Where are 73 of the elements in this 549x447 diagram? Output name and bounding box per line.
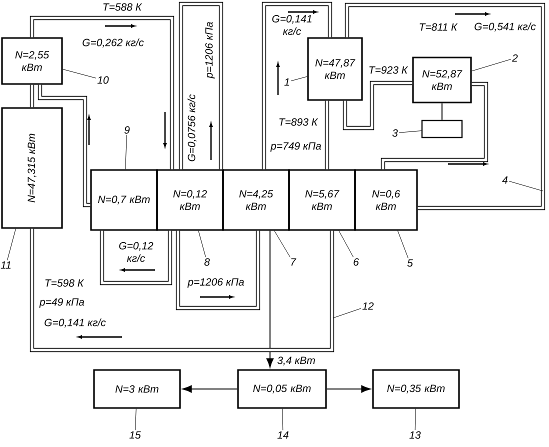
flow-label: G=0,541 кг/с: [474, 22, 536, 32]
component-box: N=4,25 кВт: [222, 169, 290, 231]
callout-number: 14: [277, 431, 288, 439]
flow-label: T=811 К: [420, 23, 458, 31]
component-box: [421, 120, 463, 138]
pipe: [100, 230, 172, 286]
component-box: N=47,87 кВт: [307, 37, 363, 101]
pipe: [342, 80, 412, 130]
callout-number: 1: [284, 78, 290, 86]
leader-line: [274, 230, 290, 258]
callout-number: 8: [204, 258, 210, 266]
pipe: [30, 16, 174, 170]
arrow: [326, 385, 371, 393]
flow-label: G=0,0756 кг/с: [188, 94, 196, 162]
pipe: [262, 2, 332, 170]
component-box: N=0,12 кВт: [156, 169, 224, 231]
component-box: N=47,315 кВт: [1, 107, 63, 229]
pipe: [30, 84, 34, 108]
leader-line: [134, 408, 136, 430]
callout-number: 15: [129, 431, 141, 439]
callout-number: 12: [362, 302, 374, 310]
component-box: N=0,6 кВт: [354, 169, 418, 231]
callout-number: 9: [124, 126, 130, 134]
component-box: N=2,55 кВт: [1, 37, 63, 85]
component-box: N=0,05 кВт: [237, 369, 327, 409]
flow-label: p=1206 кПа: [187, 278, 244, 288]
leader-line: [338, 230, 354, 258]
leader-line: [472, 59, 512, 72]
pipe: [344, 2, 546, 210]
callout-number: 3: [392, 129, 398, 137]
callout-number: 7: [291, 258, 296, 266]
leader-line: [332, 308, 362, 318]
flow-label: G=0,12 кг/с: [119, 242, 154, 262]
callout-number: 2: [512, 54, 518, 62]
pipe: [38, 84, 90, 208]
flow-label: p=49 кПа: [39, 298, 84, 308]
flow-label: G=0,141 кг/с: [272, 15, 312, 35]
flow-label: G=0,262 кг/с: [82, 38, 144, 48]
flow-label: p=1206 кПа: [205, 22, 215, 79]
flow-label: G=0,141 кг/с: [44, 318, 106, 328]
callout-number: 13: [409, 431, 421, 439]
leader-line: [508, 180, 544, 192]
edge-label: 3,4 кВт: [276, 356, 316, 366]
flow-label: T=893 К: [279, 118, 318, 126]
component-box: N=0,7 кВт: [90, 169, 158, 231]
leader-line: [282, 408, 284, 430]
pipe: [30, 228, 334, 352]
pipe: [176, 230, 260, 310]
leader-line: [198, 230, 206, 258]
flow-label: T=588 К: [103, 3, 142, 11]
arrow: [182, 385, 238, 393]
component-box: N=5,67 кВт: [288, 169, 356, 231]
component-box: N=3 кВт: [93, 369, 181, 409]
pipe: [324, 100, 330, 170]
arrow: [266, 230, 274, 368]
leader-line: [62, 69, 96, 78]
leader-line: [7, 228, 16, 260]
callout-number: 11: [0, 261, 11, 269]
callout-number: 6: [354, 258, 359, 266]
pipe: [380, 82, 488, 170]
callout-number: 4: [502, 176, 508, 184]
callout-number: 5: [407, 259, 413, 267]
flow-label: T=923 К: [369, 66, 408, 74]
leader-line: [290, 76, 308, 82]
leader-line: [397, 230, 408, 258]
callout-number: 10: [97, 76, 109, 84]
leader-line: [414, 408, 416, 430]
flow-label: p=749 кПа: [270, 142, 322, 152]
flow-label: T=598 К: [45, 279, 84, 287]
component-box: N=52,87 кВт: [412, 56, 472, 104]
component-box: N=0,35 кВт: [372, 369, 460, 409]
leader-line: [125, 134, 128, 170]
leader-line: [398, 130, 422, 133]
